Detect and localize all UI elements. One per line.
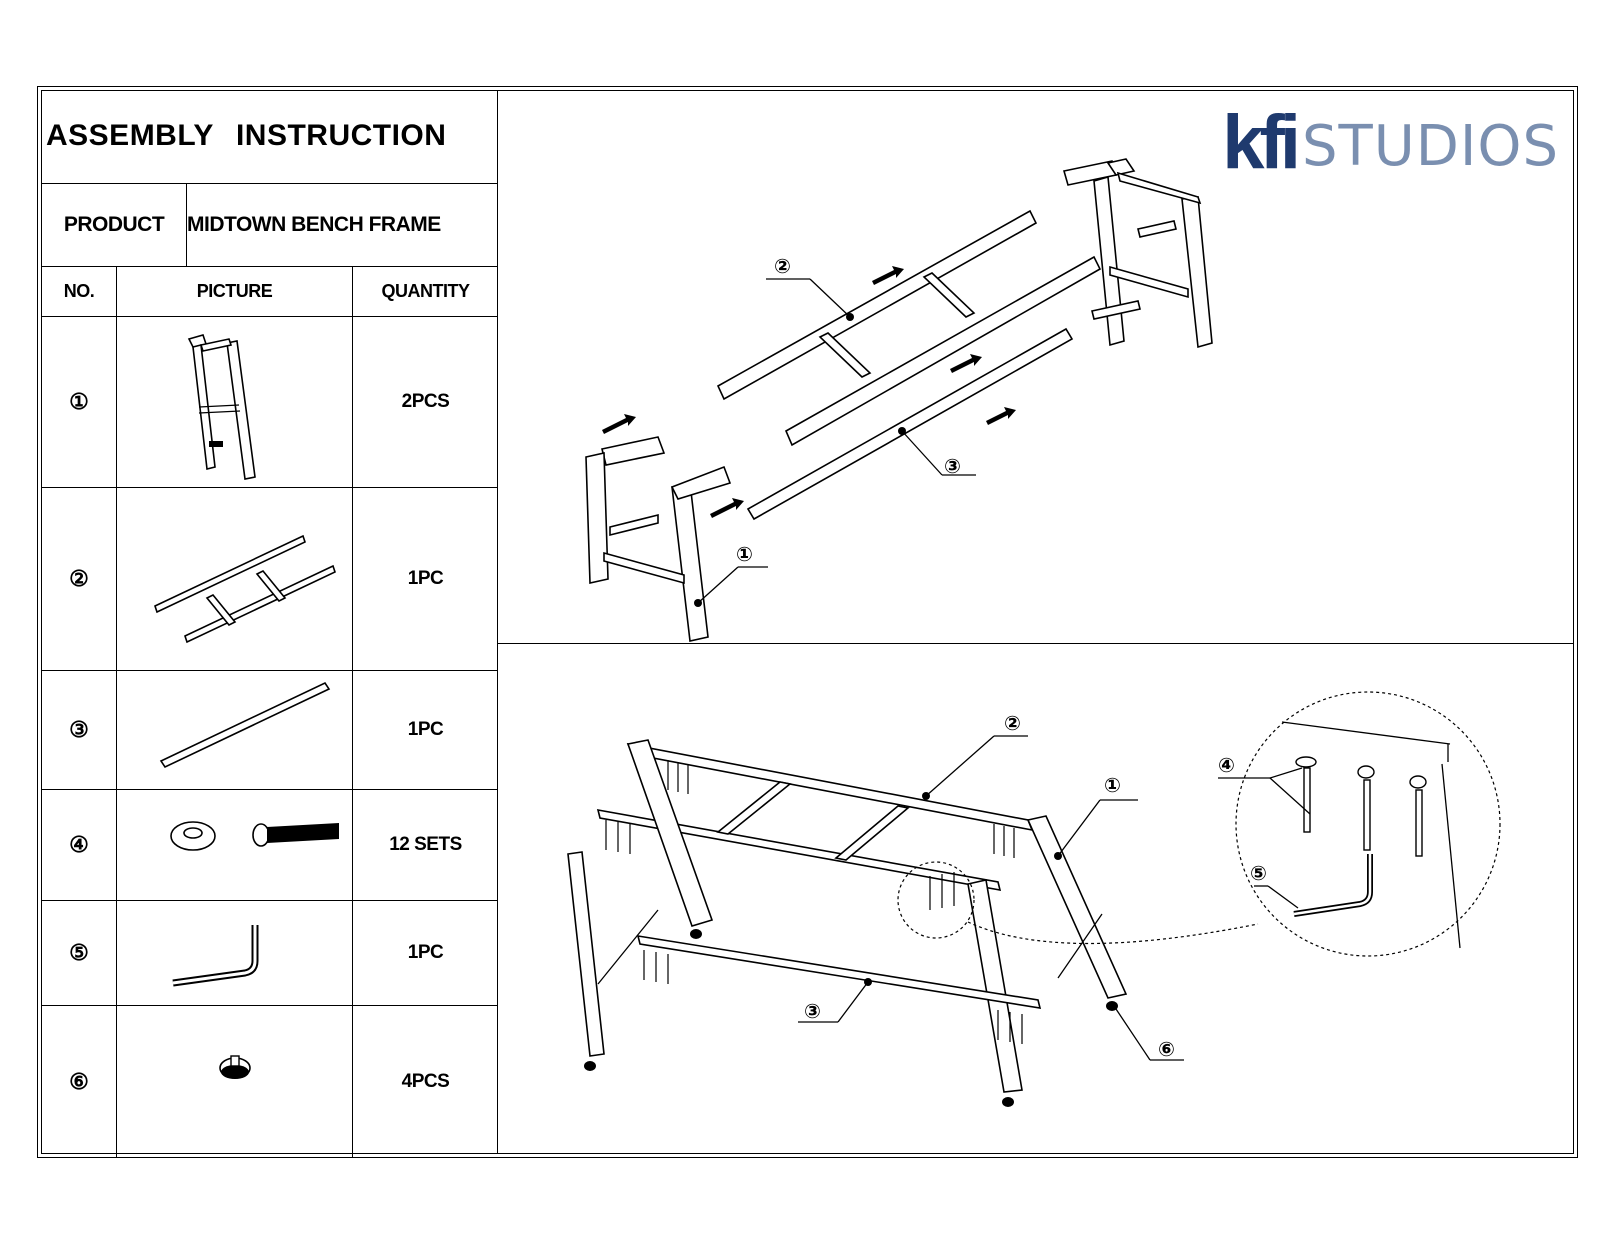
parts-panel: ASSEMBLY INSTRUCTION PRODUCT MIDTOWN BENC… [42, 91, 498, 1157]
title-word-assembly: ASSEMBLY [46, 119, 214, 152]
part-picture [117, 488, 353, 670]
table-row: ⑥ 4PCS [42, 1006, 497, 1157]
assembled-view-panel: ② ① ③ ⑥ ④ ⑤ [498, 644, 1573, 1153]
part-quantity: 4PCS [401, 1070, 450, 1092]
logo-studios: STUDIOS [1301, 114, 1559, 179]
product-name: MIDTOWN BENCH FRAME [187, 213, 441, 236]
bar-icon [159, 681, 331, 769]
callout-1: ① [736, 542, 753, 566]
table-row: ① 2PCS [42, 317, 497, 488]
product-label: PRODUCT [42, 184, 187, 266]
table-row: ② 1PC [42, 488, 497, 671]
callout-5: ⑤ [1250, 861, 1267, 885]
part-picture [117, 1006, 353, 1157]
part-number: ① [42, 317, 117, 487]
part-picture [117, 317, 353, 487]
table-row: ⑤ 1PC [42, 901, 497, 1006]
part-picture [117, 901, 353, 1005]
callout-6: ⑥ [1158, 1037, 1175, 1061]
callout-4: ④ [1218, 753, 1235, 777]
part-number: ③ [42, 671, 117, 789]
callout-2: ② [774, 254, 791, 278]
col-header-no: NO. [42, 267, 117, 316]
part-quantity: 1PC [407, 719, 444, 740]
part-quantity: 12 SETS [389, 834, 462, 855]
ladder-rail-icon [154, 534, 336, 644]
part-quantity: 2PCS [401, 391, 450, 412]
part-picture [117, 671, 353, 789]
callout-3: ③ [804, 999, 821, 1023]
part-quantity: 1PC [407, 568, 444, 589]
callout-3: ③ [944, 454, 961, 478]
part-number: ④ [42, 790, 117, 900]
table-header-row: NO. PICTURE QUANTITY [42, 267, 497, 317]
allen-key-icon [172, 925, 259, 987]
product-row: PRODUCT MIDTOWN BENCH FRAME [42, 184, 497, 267]
callout-2: ② [1004, 711, 1021, 735]
page-title: ASSEMBLY INSTRUCTION [46, 119, 468, 153]
table-row: ③ 1PC [42, 671, 497, 790]
part-quantity: 1PC [407, 942, 444, 963]
instruction-sheet: ASSEMBLY INSTRUCTION PRODUCT MIDTOWN BENC… [37, 86, 1578, 1158]
logo-kfi: kfi [1222, 100, 1301, 185]
part-number: ⑤ [42, 901, 117, 1005]
part-number: ⑥ [42, 1006, 117, 1157]
col-header-picture: PICTURE [117, 267, 353, 316]
leg-frame-icon [187, 334, 256, 480]
callout-1: ① [1104, 773, 1121, 797]
bolt-washer-icon [170, 821, 339, 851]
part-number: ② [42, 488, 117, 670]
part-picture [117, 790, 353, 900]
table-row: ④ 12 SETS [42, 790, 497, 901]
sheet-inner-border: ASSEMBLY INSTRUCTION PRODUCT MIDTOWN BENC… [41, 90, 1574, 1157]
title-word-instruction: INSTRUCTION [235, 119, 447, 152]
exploded-diagram: ② ③ ① [585, 158, 1213, 642]
foot-glide-icon [219, 1055, 251, 1079]
assembled-diagram: ② ① ③ ⑥ ④ ⑤ [567, 691, 1501, 1107]
col-header-quantity: QUANTITY [381, 281, 471, 301]
title-row: ASSEMBLY INSTRUCTION [42, 91, 497, 184]
